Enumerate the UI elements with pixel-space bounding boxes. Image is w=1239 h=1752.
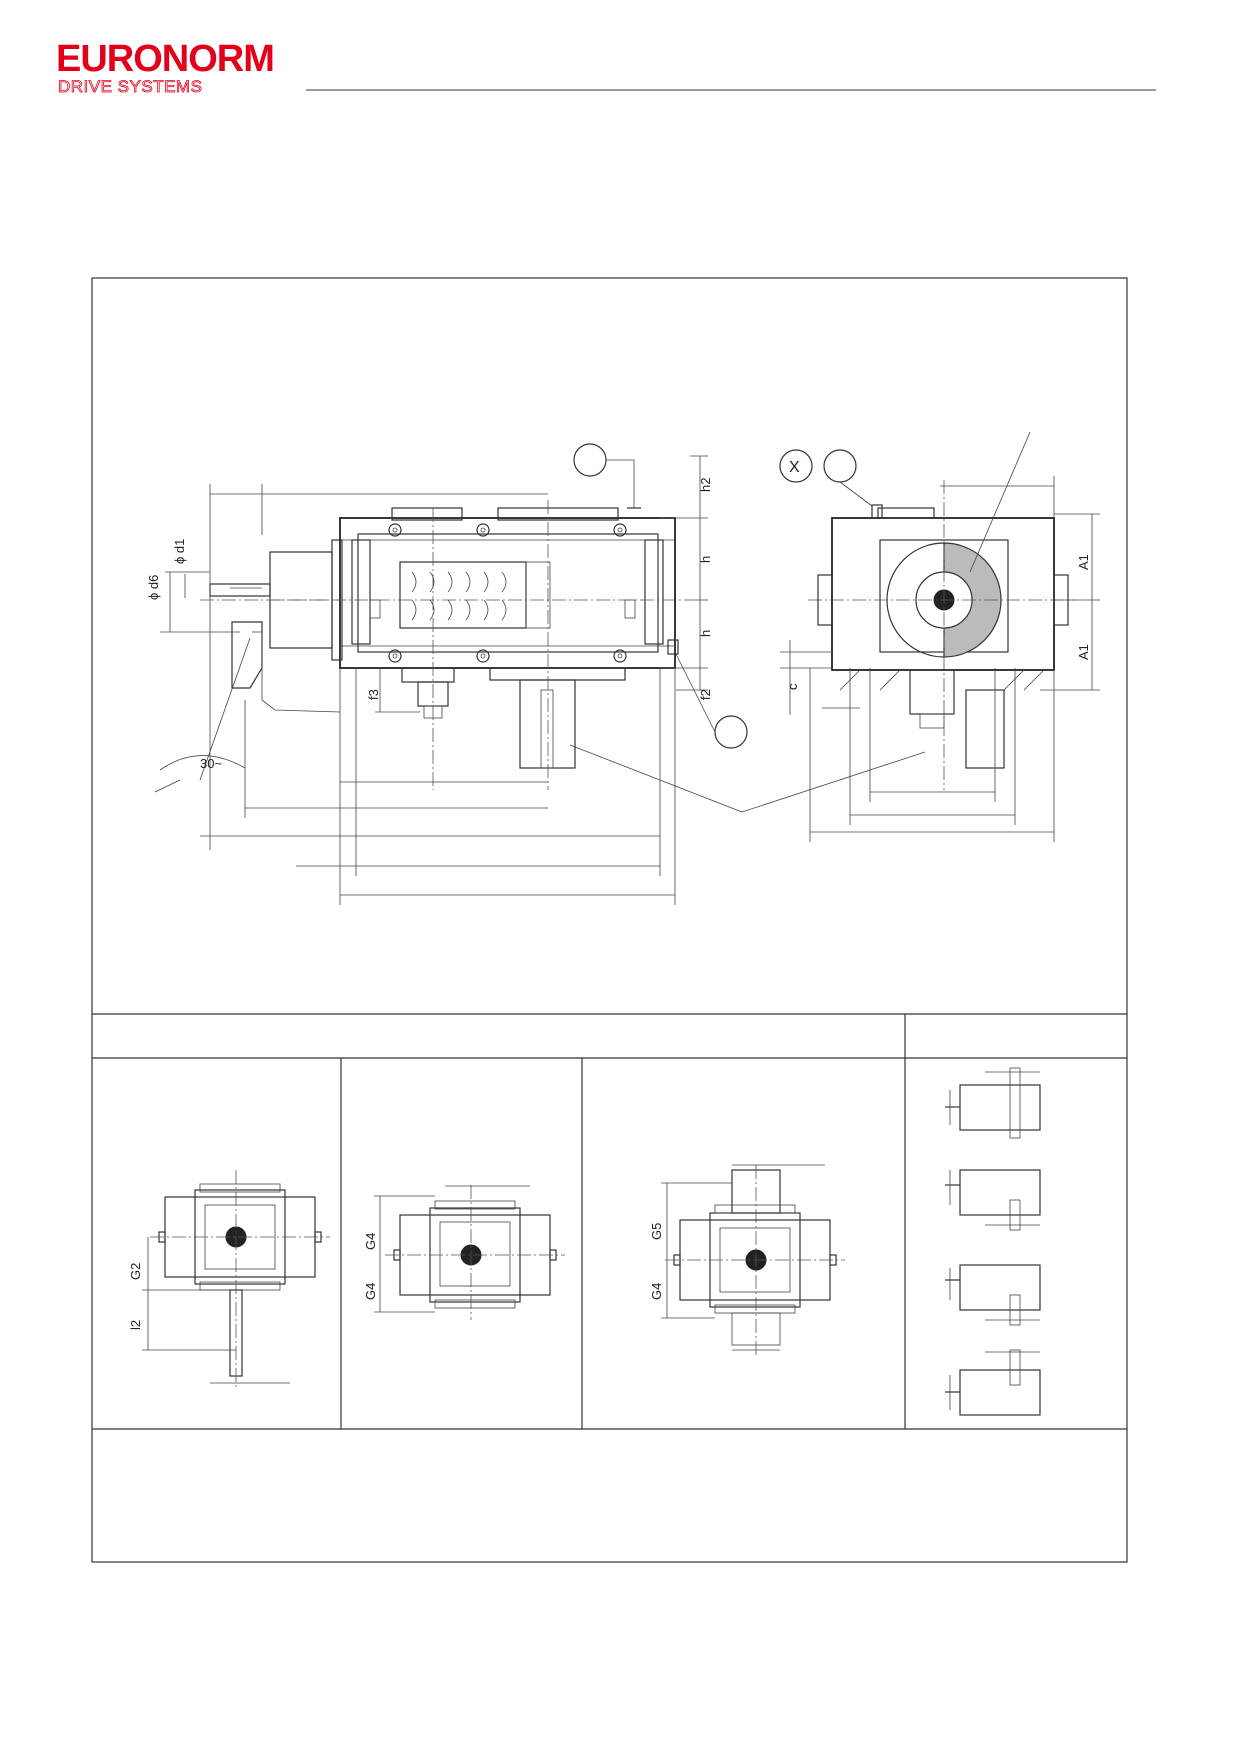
label-a1-lower: A1 [1076,644,1091,660]
front-view [154,443,926,905]
variant-view-2 [374,1185,565,1320]
label-f3: f3 [366,689,381,700]
brand-logo: EURONORM DRIVE SYSTEMS [56,40,275,98]
dimension-labels: h2 h h f2 f3 ϕ d1 ϕ d6 30~ c A1 A1 G2 l2… [128,459,1091,1330]
label-a1-upper: A1 [1076,554,1091,570]
label-g4-upper: G4 [363,1233,378,1250]
brand-tagline: DRIVE SYSTEMS [58,77,203,96]
header-rule [306,89,1156,91]
label-g4-lower: G4 [363,1283,378,1300]
label-g5: G5 [649,1223,664,1240]
label-d1: ϕ d1 [172,539,187,564]
label-h-upper: h [698,556,713,563]
schematic-2 [945,1169,1041,1231]
label-f2: f2 [698,689,713,700]
cross-symbol: X [789,459,800,476]
schematic-3 [945,1264,1041,1326]
schematic-1 [945,1067,1041,1139]
label-c: c [785,683,800,690]
label-angle: 30~ [200,756,222,771]
label-h-lower: h [698,630,713,637]
label-d6: ϕ d6 [146,575,161,600]
label-l2: l2 [128,1320,143,1330]
variant-view-1 [142,1170,330,1390]
label-g2: G2 [128,1263,143,1280]
schematic-4 [945,1349,1041,1416]
variant-view-3 [661,1164,845,1355]
label-g4-third: G4 [649,1283,664,1300]
rotation-schematics [945,1067,1041,1416]
label-h2: h2 [698,478,713,492]
drawing-frame [91,277,1128,1563]
side-view [779,431,1100,842]
brand-name: EURONORM [56,38,275,80]
